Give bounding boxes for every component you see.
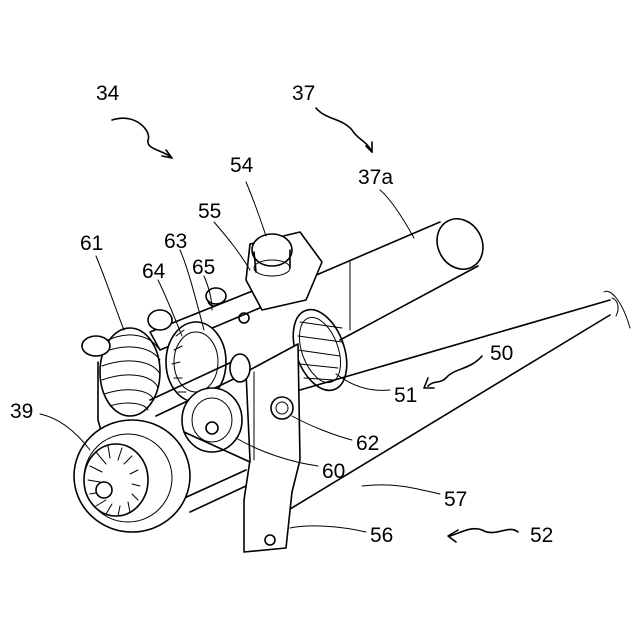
label-34: 34 <box>96 82 120 105</box>
disk-60 <box>182 388 250 462</box>
leader-62 <box>292 416 352 440</box>
leader-37 <box>316 108 372 152</box>
leader-50 <box>428 356 482 386</box>
leader-55 <box>214 222 250 270</box>
spring-61 <box>82 328 160 416</box>
label-37a: 37a <box>358 166 393 189</box>
leader-34 <box>112 118 172 158</box>
leader-54 <box>246 182 266 236</box>
cylinder-37a <box>300 211 492 340</box>
plate-56 <box>244 344 300 552</box>
label-52: 52 <box>530 524 553 547</box>
leader-57 <box>362 485 440 494</box>
label-54: 54 <box>230 154 254 177</box>
label-51: 51 <box>394 384 417 407</box>
label-62: 62 <box>356 432 379 455</box>
label-63: 63 <box>164 230 187 253</box>
pin-54 <box>246 232 322 310</box>
leader-61 <box>96 256 124 330</box>
label-64: 64 <box>142 260 166 283</box>
label-56: 56 <box>370 524 393 547</box>
label-37: 37 <box>292 82 315 105</box>
leader-56 <box>290 526 366 532</box>
label-55: 55 <box>198 200 221 223</box>
leader-52 <box>450 529 518 536</box>
label-61: 61 <box>80 232 103 255</box>
bevel-gear-39 <box>74 420 190 532</box>
label-50: 50 <box>490 342 513 365</box>
label-65: 65 <box>192 256 215 279</box>
label-60: 60 <box>322 460 345 483</box>
leader-39 <box>40 414 90 450</box>
leader-37a <box>380 190 414 238</box>
label-39: 39 <box>10 400 33 423</box>
label-57: 57 <box>444 488 467 511</box>
